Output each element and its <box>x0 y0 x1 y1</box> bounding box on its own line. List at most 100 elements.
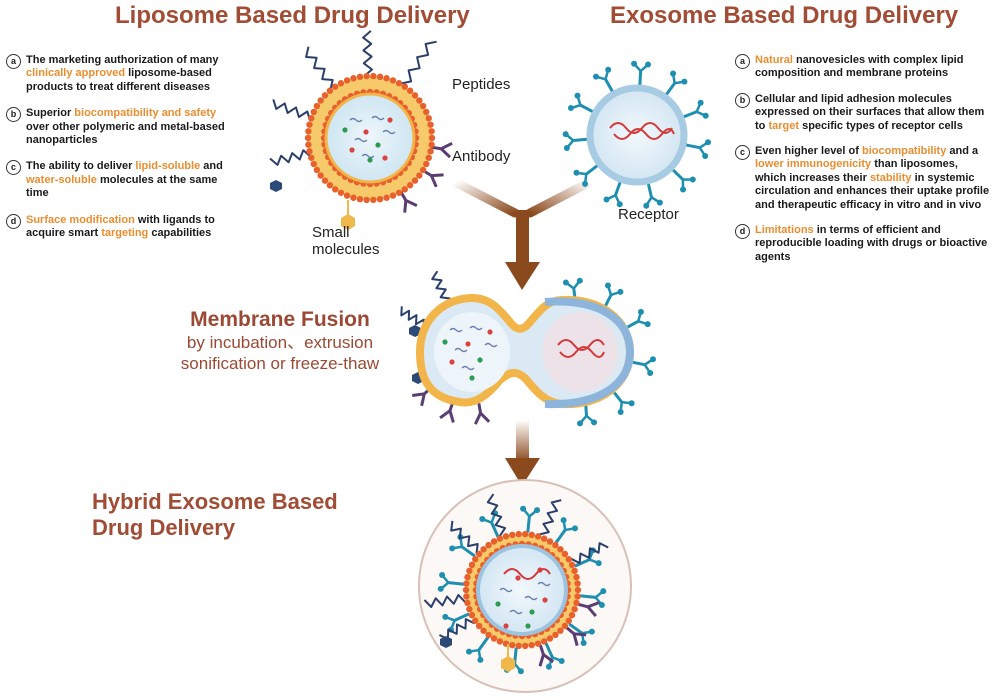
membrane-fusion-method-line1: by incubation、extrusion <box>186 333 374 352</box>
antibody-icon <box>565 626 587 646</box>
cargo-molecule <box>382 155 388 161</box>
receptor-icon <box>562 131 588 152</box>
receptor-icon <box>520 505 541 533</box>
small-molecule-icon <box>341 200 355 230</box>
liposome-advantages-list: a The marketing authorization of many c li… <box>6 54 238 240</box>
liposome-illustration <box>269 30 453 230</box>
item-text: capabilities <box>148 227 212 240</box>
peptide-chains <box>269 30 437 166</box>
peptide-icon <box>431 270 451 307</box>
cargo-molecule <box>387 117 393 123</box>
antibody-icon <box>422 169 444 188</box>
down-arrow <box>505 420 540 486</box>
cargo-molecule <box>363 129 369 135</box>
membrane-fusion-title: Membrane Fusion <box>190 308 370 331</box>
peptide-icon <box>362 30 373 77</box>
highlighted-text: biocompatibility <box>861 145 947 158</box>
receptor-icon <box>554 517 578 544</box>
small-molecule-icon <box>501 644 515 672</box>
cargo-molecule <box>375 142 381 148</box>
item-text: The marketing authorization of many <box>26 54 219 66</box>
fused-vesicle-illustration <box>400 270 656 427</box>
highlighted-text: targeting <box>101 227 149 240</box>
receptor-icon <box>626 308 651 329</box>
cargo-molecule <box>509 609 523 615</box>
exosome-title: Exosome Based Drug Delivery <box>610 2 959 29</box>
receptor-icon <box>685 139 711 159</box>
item-letter-badge: a <box>6 54 21 69</box>
item-text: molecules at the same time <box>26 173 218 200</box>
peptide-icon <box>269 149 312 166</box>
receptor-icon <box>631 60 652 86</box>
receptor-icon <box>437 571 465 592</box>
item-text: in terms of efficient and reproducible l… <box>755 224 988 263</box>
hexagon-molecule-icon <box>270 180 282 192</box>
cargo-molecule <box>449 327 463 333</box>
receptor-icon <box>632 356 656 376</box>
item-letter-badge: c <box>735 145 750 161</box>
peptide-icon <box>400 306 425 329</box>
highlighted-text: lower immunogenicity <box>755 158 872 171</box>
highlighted-text: lipid-soluble <box>135 160 201 173</box>
cargo-molecule <box>342 127 348 133</box>
item-letter-badge: d <box>735 224 750 240</box>
item-text: Even higher level of <box>755 145 862 158</box>
item-text: Superior <box>26 107 75 120</box>
hybrid-title-line2: Drug Delivery <box>92 515 236 540</box>
cargo-molecule <box>525 623 531 629</box>
receptor-icon <box>567 92 594 113</box>
cargo-molecule <box>361 153 375 159</box>
receptor-proteins <box>562 60 711 209</box>
list-item: c The ability to deliver lipid-soluble an… <box>6 160 238 200</box>
cargo-molecule <box>354 137 368 143</box>
cargo-molecule <box>454 347 468 353</box>
cargo-molecule <box>495 601 501 607</box>
item-text: specific types of receptor cells <box>799 119 963 132</box>
cargo-molecule <box>469 325 483 331</box>
receptor-icon <box>604 282 624 307</box>
highlighted-text: biocompatibility and safety <box>74 107 217 120</box>
item-text: Cellular and lipid adhesion molecules ex… <box>755 92 985 132</box>
item-text: than liposomes, which increases their <box>755 158 958 184</box>
cargo-molecule <box>349 117 363 123</box>
highlighted-text: target <box>768 119 800 132</box>
antibody-label: Antibody <box>452 148 511 165</box>
item-text: over other polymeric and metal-based nan… <box>26 120 225 147</box>
peptide-icon <box>399 40 437 85</box>
antibody-icon <box>399 191 418 213</box>
membrane-fusion-block: Membrane Fusion by incubation、extrusion … <box>150 308 410 374</box>
item-letter-badge: c <box>6 160 21 176</box>
membrane-fusion-method-line2: sonification or freeze-thaw <box>180 354 380 373</box>
cargo-molecule <box>469 375 475 381</box>
cargo-molecule <box>442 339 448 345</box>
highlighted-text: Natural <box>755 54 793 66</box>
cargo-molecule <box>515 575 521 581</box>
receptor-icon <box>573 164 599 187</box>
item-text: The ability to deliver <box>26 160 136 173</box>
receptor-label: Receptor <box>618 206 679 223</box>
cargo-molecule <box>484 342 498 348</box>
peptide-icon <box>423 594 466 608</box>
cargo-molecule <box>367 157 373 163</box>
cargo-molecule <box>461 365 475 371</box>
small-molecules-label-line1: Small <box>312 224 350 241</box>
peptide-icon <box>486 493 507 537</box>
receptor-icon <box>603 181 623 208</box>
highlighted-text: Surface modification <box>26 213 135 226</box>
peptide-icon <box>450 520 479 554</box>
exosome-illustration <box>562 60 711 209</box>
item-text: and <box>200 160 223 173</box>
highlighted-text: stability <box>869 171 912 184</box>
cargo-molecule <box>487 329 493 335</box>
receptor-icon <box>613 391 635 415</box>
cargo-molecule <box>349 147 355 153</box>
item-letter-badge: a <box>735 54 750 69</box>
cargo-molecule <box>382 129 396 135</box>
